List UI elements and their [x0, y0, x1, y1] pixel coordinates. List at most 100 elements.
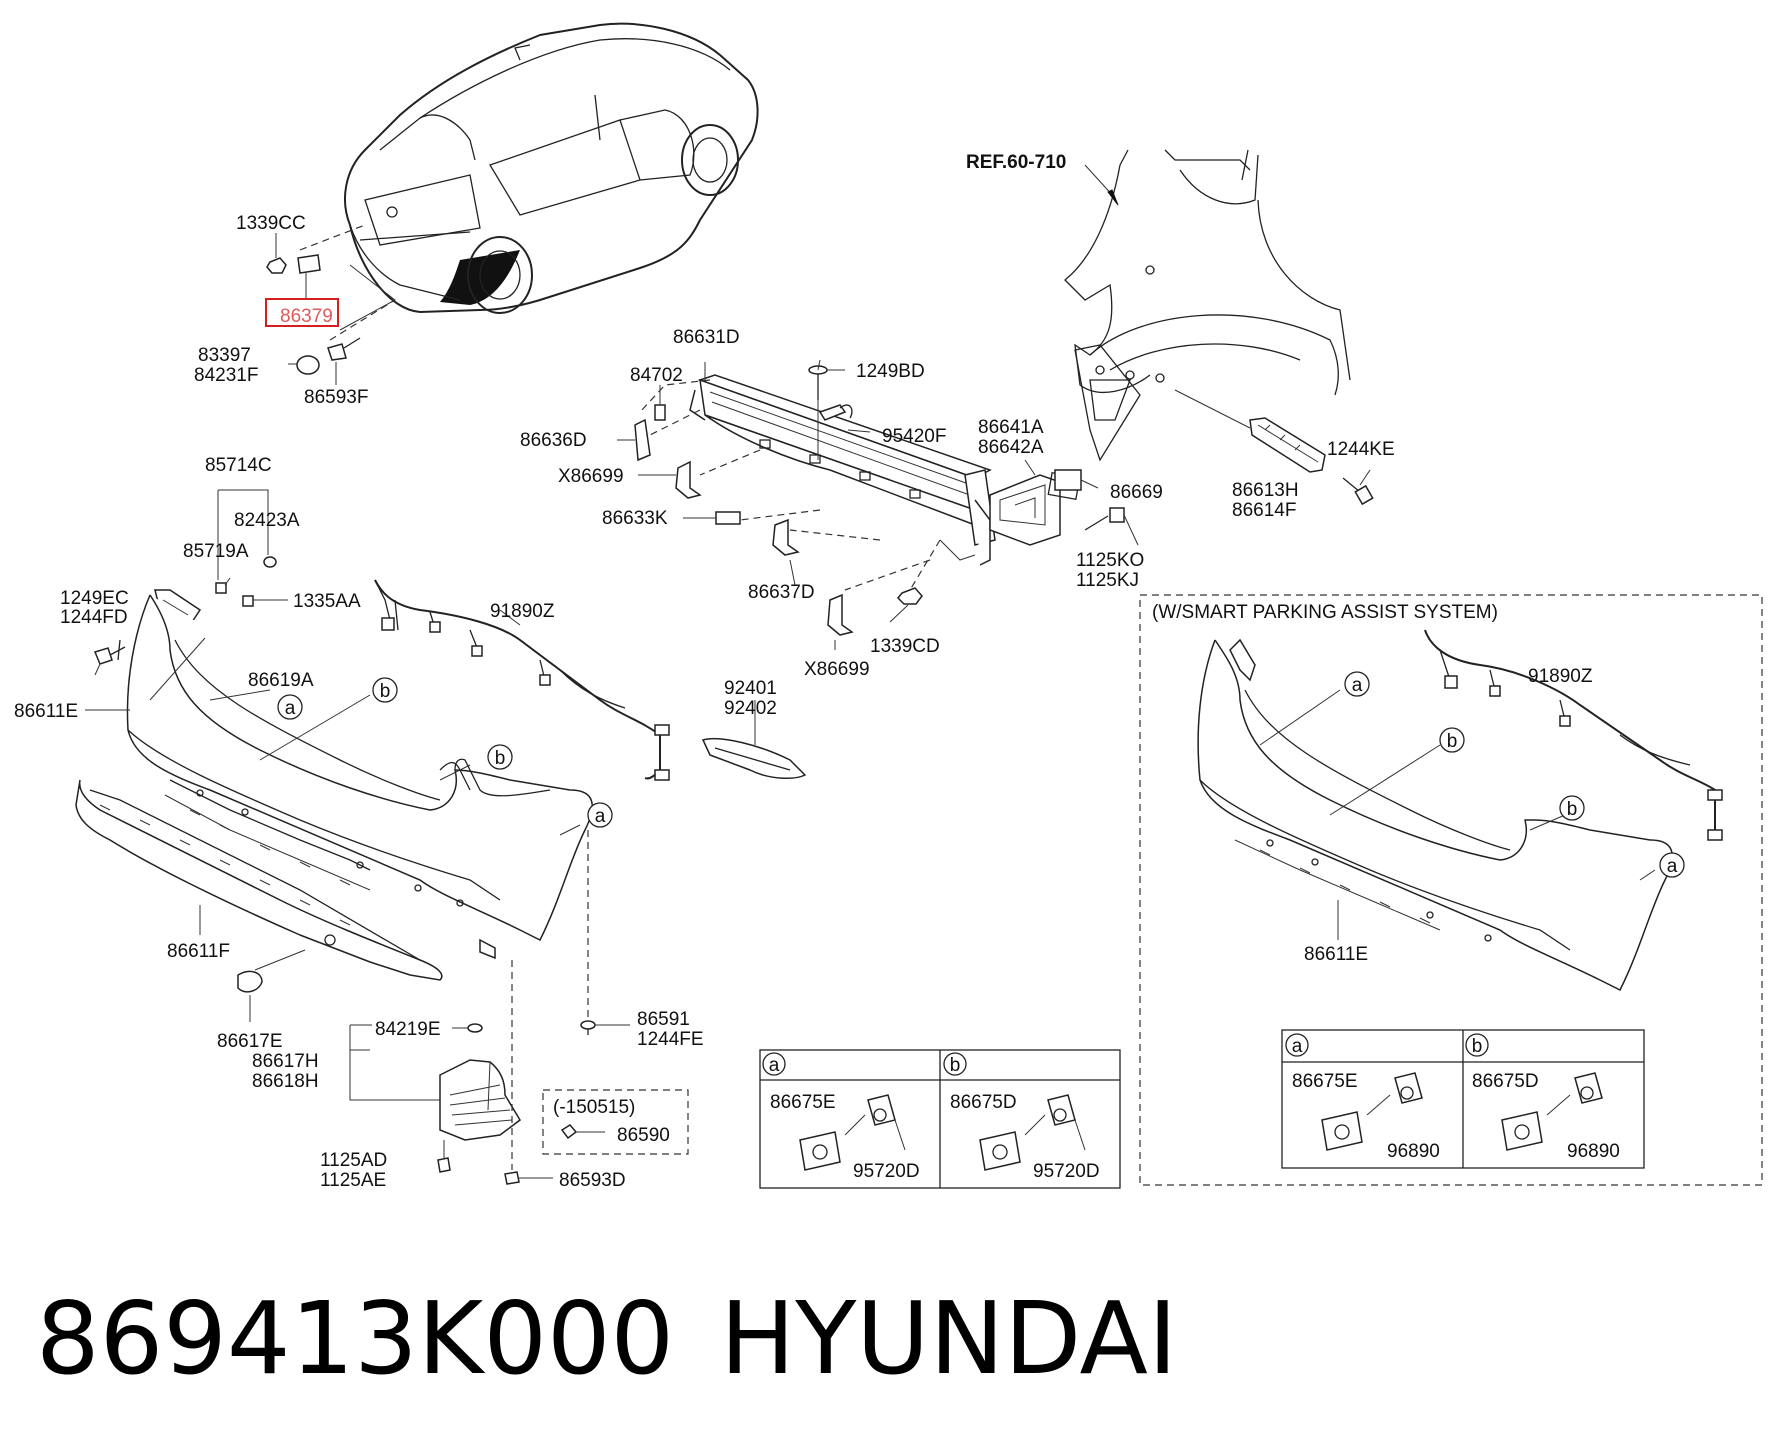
label-85719a: 85719A — [183, 541, 249, 562]
label-86611e: 86611E — [14, 701, 78, 722]
vehicle-illustration — [299, 22, 759, 341]
svg-text:b: b — [1567, 799, 1578, 820]
label-83397: 83397 — [198, 345, 251, 366]
label-91890z: 91890Z — [490, 601, 555, 622]
label-84702: 84702 — [630, 365, 683, 386]
spas-table-b-bracket: 96890 — [1567, 1141, 1620, 1162]
bolt-1249ec — [93, 646, 126, 676]
marker-b: b — [487, 744, 513, 770]
label-86642a: 86642A — [978, 437, 1044, 458]
label-86669: 86669 — [1110, 482, 1163, 503]
label-86614f: 86614F — [1232, 500, 1296, 521]
date-box — [542, 1089, 689, 1155]
label-1249bd: 1249BD — [856, 361, 925, 382]
spas-table-a-bracket: 96890 — [1387, 1141, 1440, 1162]
svg-text:a: a — [285, 698, 296, 719]
cap-86617e — [237, 970, 263, 1022]
label-1335aa: 1335AA — [293, 591, 361, 612]
brand-title: HYUNDAI — [720, 1280, 1177, 1397]
svg-text:a: a — [1292, 1036, 1303, 1057]
screw-86593d — [504, 1171, 553, 1185]
label-1339cc: 1339CC — [236, 213, 306, 234]
label-86641a: 86641A — [978, 417, 1044, 438]
label-95420f: 95420F — [882, 426, 946, 447]
nut-1339cd — [889, 587, 923, 623]
marker-a: a — [587, 802, 613, 828]
svg-text:b: b — [950, 1055, 961, 1076]
svg-text:a: a — [595, 806, 606, 827]
spas-bumper-cover — [1197, 638, 1673, 992]
label-86611f: 86611F — [167, 941, 230, 962]
marker-b: b — [1439, 727, 1465, 753]
label-date: (-150515) — [553, 1097, 635, 1118]
clip-86590 — [560, 1124, 578, 1140]
rear-bumper-cover — [85, 594, 593, 960]
table-marker-b: b — [943, 1052, 967, 1076]
spas-label-86611e: 86611E — [1304, 944, 1368, 965]
label-92401: 92401 — [724, 678, 777, 699]
label-1125ae: 1125AE — [320, 1170, 386, 1191]
marker-a: a — [1344, 671, 1370, 697]
screw-1125ad — [437, 1140, 451, 1173]
highlighted-part-label: 86379 — [280, 306, 333, 327]
label-86590: 86590 — [617, 1125, 670, 1146]
clip-84219e — [467, 1023, 483, 1033]
label-86593f: 86593F — [304, 387, 368, 408]
table-marker-a: a — [1285, 1033, 1309, 1057]
label-86619a: 86619A — [248, 670, 314, 691]
part-number-title: 869413K000 — [36, 1280, 674, 1397]
label-1125kj: 1125KJ — [1076, 570, 1139, 591]
sensor-holes — [196, 789, 464, 907]
nut-1339cc — [266, 233, 287, 274]
smart-parking-box — [1139, 594, 1763, 1186]
svg-text:b: b — [380, 681, 391, 702]
clip-x86699-b — [827, 593, 854, 650]
label-1244fd: 1244FD — [60, 607, 128, 628]
label-1249ec: 1249EC — [60, 588, 129, 609]
label-86613h: 86613H — [1232, 480, 1299, 501]
screw-86591 — [580, 1020, 630, 1035]
bracket-86636d — [617, 418, 651, 462]
label-82423a: 82423A — [234, 510, 300, 531]
lower-diffuser — [75, 779, 443, 981]
table-a-sensor: 86675E — [770, 1092, 836, 1113]
svg-text:a: a — [769, 1055, 780, 1076]
marker-b: b — [372, 677, 398, 703]
reflector-92401 — [701, 700, 807, 780]
clip-1335aa — [242, 595, 288, 607]
spas-wiring-harness — [1424, 629, 1723, 841]
label-1339cd: 1339CD — [870, 636, 940, 657]
spas-table-a-sensor: 86675E — [1292, 1071, 1358, 1092]
label-86617h: 86617H — [252, 1051, 319, 1072]
bumper-beam — [689, 374, 996, 566]
quarter-panel-illustration — [1064, 149, 1351, 462]
connector-95420f — [818, 404, 871, 433]
table-marker-b: b — [1465, 1033, 1489, 1057]
bracket-84702 — [654, 385, 666, 421]
bolt-86593f — [327, 337, 361, 385]
svg-text:b: b — [495, 748, 506, 769]
label-1125ad: 1125AD — [320, 1150, 387, 1171]
label-x86699-a: X86699 — [558, 466, 624, 487]
guard-86617h — [349, 1024, 521, 1141]
svg-text:b: b — [1447, 731, 1458, 752]
sensor-table-spas — [1281, 1029, 1645, 1169]
bolt-1244ke — [1342, 469, 1374, 506]
pad-86633k — [715, 511, 741, 525]
clip-82423a — [263, 556, 277, 568]
clip-86637d — [772, 518, 800, 586]
sensor-table-main — [759, 1049, 1121, 1189]
label-1125ko: 1125KO — [1076, 550, 1144, 571]
label-92402: 92402 — [724, 698, 777, 719]
cap-86379 — [297, 254, 321, 298]
svg-text:a: a — [1352, 675, 1363, 696]
marker-a: a — [1659, 852, 1685, 878]
label-86617e: 86617E — [217, 1031, 283, 1052]
table-b-sensor: 86675D — [950, 1092, 1017, 1113]
marker-b: b — [1559, 795, 1585, 821]
spas-table-b-sensor: 86675D — [1472, 1071, 1539, 1092]
table-marker-a: a — [762, 1052, 786, 1076]
grommet-83397 — [288, 355, 320, 375]
label-84231f: 84231F — [194, 365, 258, 386]
